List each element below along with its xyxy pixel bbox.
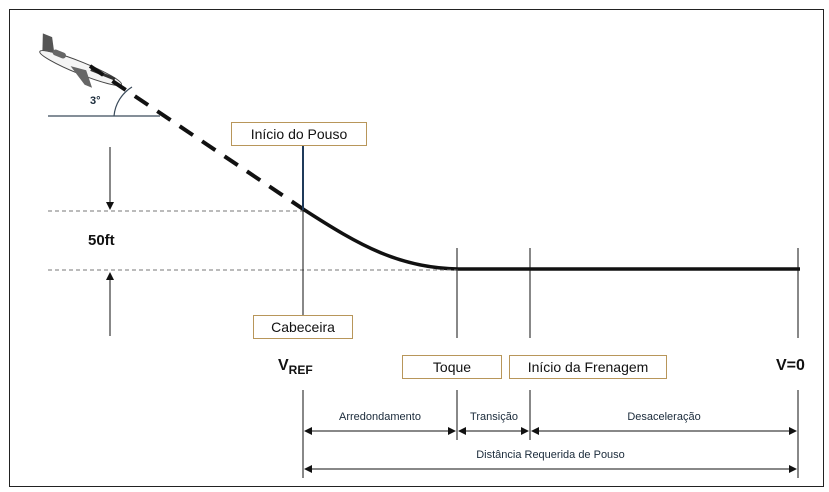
flare-path xyxy=(302,207,800,271)
segment-distancia-total: Distância Requerida de Pouso xyxy=(476,449,625,461)
vref-label: VREF xyxy=(278,357,313,377)
angle-arc xyxy=(113,86,133,117)
threshold-box: Cabeceira xyxy=(253,315,353,339)
touchdown-box: Toque xyxy=(402,355,502,379)
segment-desaceleracao: Desaceleração xyxy=(627,411,701,423)
v-zero-label: V=0 xyxy=(776,357,805,374)
height-label: 50ft xyxy=(88,232,115,249)
vref-subscript: REF xyxy=(288,363,313,378)
landing-start-box: Início do Pouso xyxy=(231,122,367,146)
braking-start-box: Início da Frenagem xyxy=(509,355,667,379)
glide-slope-line xyxy=(88,64,305,211)
airplane-icon xyxy=(39,33,122,88)
segment-arredondamento: Arredondamento xyxy=(339,411,421,423)
vref-main-text: V xyxy=(278,357,289,374)
angle-label: 3° xyxy=(90,95,101,107)
diagram-frame: 3° 50ft Início do Pouso Cabeceira Toque … xyxy=(9,9,824,487)
segment-transicao: Transição xyxy=(470,411,518,423)
landing-diagram-graphic xyxy=(39,33,800,478)
